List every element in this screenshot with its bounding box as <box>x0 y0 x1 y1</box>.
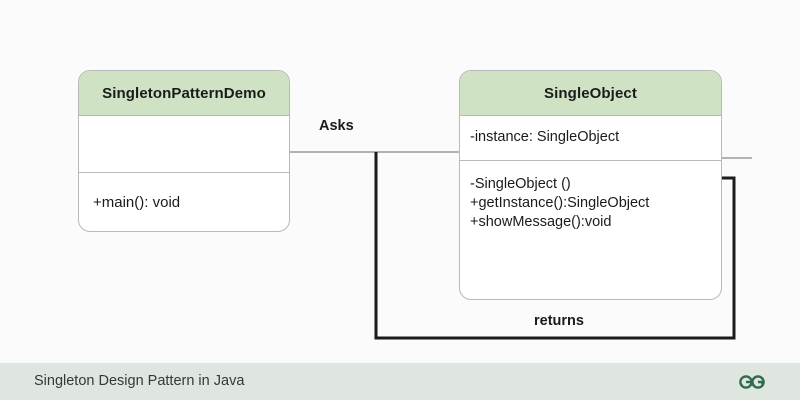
operations-compartment-singleton-pattern-demo: +main(): void <box>79 172 289 231</box>
edge-label-asks: Asks <box>315 118 358 134</box>
operation-row: -SingleObject () <box>470 176 571 192</box>
operations-compartment-single-object: -SingleObject () +getInstance():SingleOb… <box>460 160 721 299</box>
attributes-compartment-single-object: -instance: SingleObject <box>460 116 721 160</box>
geeksforgeeks-logo-icon <box>739 375 765 389</box>
footer-title: Singleton Design Pattern in Java <box>34 373 245 389</box>
operation-row: +getInstance():SingleObject <box>470 195 650 212</box>
attribute-row: -instance: SingleObject <box>470 129 620 146</box>
edge-label-returns: returns <box>530 313 588 329</box>
operation-row: +main(): void <box>93 193 181 211</box>
operation-row: +showMessage():void <box>470 214 612 231</box>
returns-connector-path <box>374 152 736 340</box>
footer-bar: Singleton Design Pattern in Java <box>0 363 800 400</box>
class-box-singleton-pattern-demo[interactable]: SingletonPatternDemo +main(): void <box>78 70 290 232</box>
attributes-compartment-singleton-pattern-demo <box>79 116 289 172</box>
class-name-single-object: SingleObject <box>460 71 721 116</box>
class-box-single-object[interactable]: SingleObject -instance: SingleObject -Si… <box>459 70 722 300</box>
class-name-singleton-pattern-demo: SingletonPatternDemo <box>79 71 289 116</box>
